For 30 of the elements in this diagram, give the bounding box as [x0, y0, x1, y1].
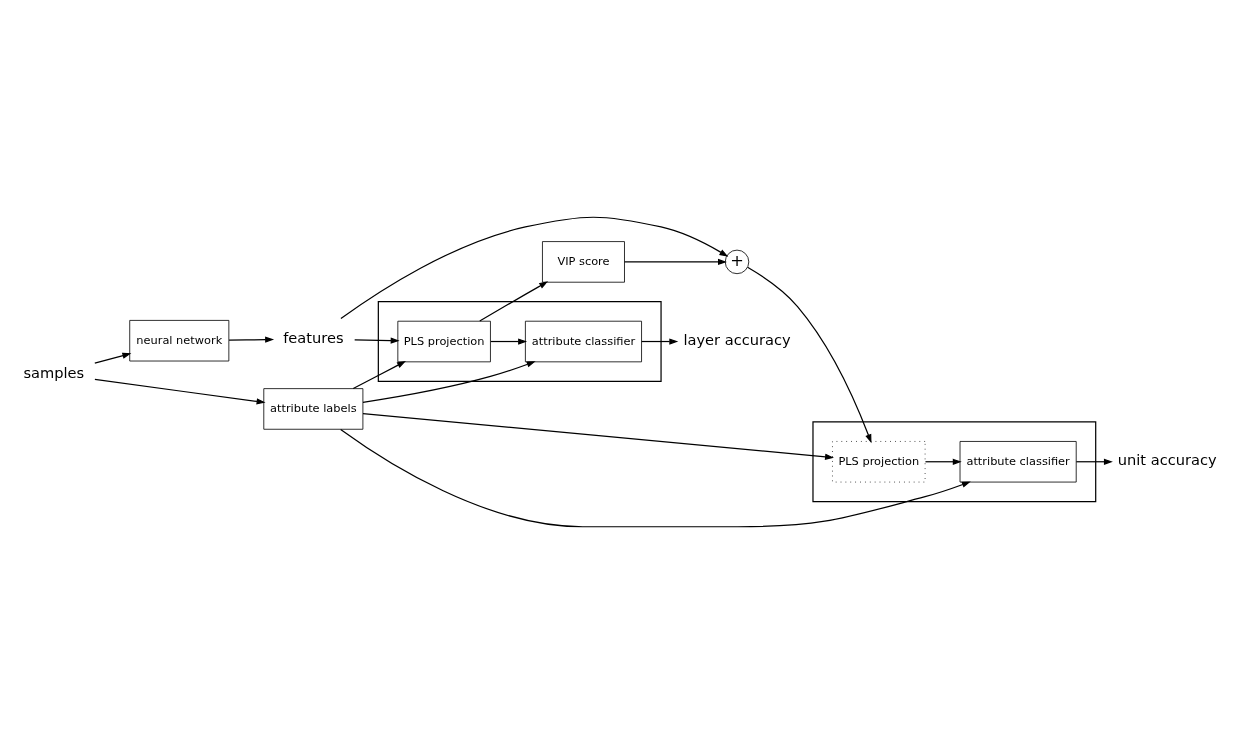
arrow [340, 428, 971, 528]
node-text: features [283, 328, 344, 346]
arrow [94, 378, 266, 405]
node-text: samples [23, 363, 85, 381]
arrow [362, 412, 834, 460]
arrow [624, 258, 727, 266]
node-box: PLS projection [397, 320, 491, 363]
arrow [1075, 458, 1113, 465]
cluster [812, 421, 1097, 503]
node-box: PLS projection [832, 441, 926, 483]
node-text: unit accuracy [1117, 451, 1217, 469]
arrow [228, 336, 275, 343]
node-box: attribute classifier [524, 320, 642, 363]
arrow [352, 361, 406, 390]
arrow [746, 266, 872, 444]
node-circle: + [724, 249, 750, 275]
node-box: attribute labels [263, 388, 364, 430]
node-box: VIP score [542, 241, 625, 283]
arrow [924, 458, 962, 465]
arrow [340, 216, 729, 320]
arrow [641, 338, 679, 345]
node-text: layer accuracy [683, 331, 791, 349]
arrow [479, 281, 549, 322]
cluster [377, 301, 662, 382]
node-box: neural network [129, 320, 230, 362]
arrow [490, 338, 528, 345]
arrow [362, 361, 536, 403]
arrow [94, 352, 132, 364]
node-box: attribute classifier [959, 441, 1077, 483]
arrow [354, 337, 400, 344]
